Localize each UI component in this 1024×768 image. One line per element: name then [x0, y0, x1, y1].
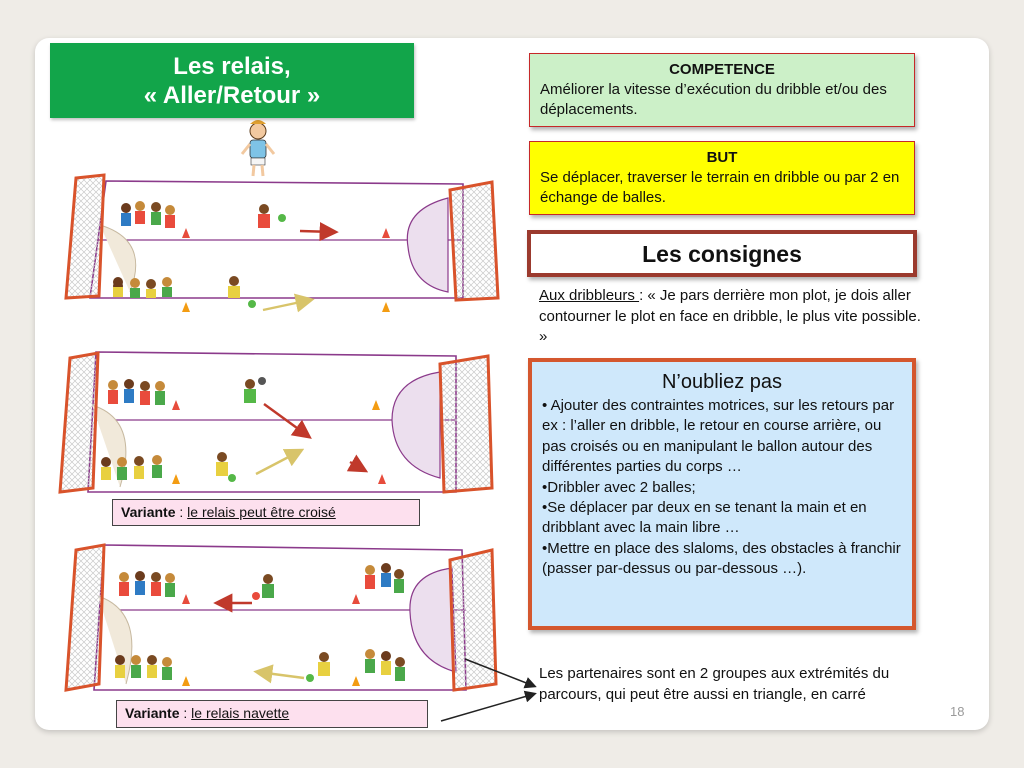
goal-right-2	[438, 354, 494, 494]
dribbler-2b	[216, 452, 236, 482]
goal-left-2	[58, 351, 100, 494]
goal-right-3	[448, 548, 498, 692]
variant-label-crossed: Variante : le relais peut être croisé	[112, 499, 420, 526]
coach-figure	[240, 120, 276, 177]
variant-2-label: Variante	[125, 705, 180, 721]
kids-group-1b	[113, 277, 172, 298]
dribbler-3a	[252, 574, 274, 600]
kids-group-1a	[121, 201, 175, 228]
page-number: 18	[950, 704, 965, 719]
reminder-item: •Mettre en place des slaloms, des obstac…	[542, 539, 901, 578]
kids-group-3c	[115, 655, 172, 680]
variant-1-text: le relais peut être croisé	[187, 504, 336, 520]
goal-right-1	[448, 180, 500, 302]
partners-note: Les partenaires sont en 2 groupes aux ex…	[539, 665, 890, 703]
dribbler-3b	[306, 652, 330, 682]
but-box: BUT Se déplacer, traverser le terrain en…	[529, 141, 915, 215]
field-diagram-3	[64, 543, 498, 692]
reminder-item: •Dribbler avec 2 balles;	[542, 478, 696, 496]
dribbleurs-text: : « Je pars derrière mon plot, je dois a…	[539, 287, 921, 345]
but-text: Se déplacer, traverser le terrain en dri…	[540, 169, 900, 206]
kids-group-3d	[365, 649, 405, 681]
competence-box: COMPETENCE Améliorer la vitesse d’exécut…	[529, 53, 915, 127]
reminder-item: •Se déplacer par deux en se tenant la ma…	[542, 499, 867, 537]
variant-1-label: Variante	[121, 504, 176, 520]
dribbleurs-instructions: Aux dribbleurs : « Je pars derrière mon …	[539, 286, 929, 348]
pointer-arrows	[440, 658, 537, 722]
title-line-2: « Aller/Retour »	[143, 81, 321, 109]
competence-text: Améliorer la vitesse d’exécution du drib…	[540, 81, 887, 118]
consignes-heading: Les consignes	[527, 230, 917, 277]
dribbler-1b	[228, 276, 256, 308]
kids-group-2b	[101, 455, 162, 480]
goal-left-3	[64, 543, 106, 692]
variant-1-separator: :	[175, 504, 188, 520]
reminders-box: N’oubliez pas • Ajouter des contraintes …	[528, 358, 916, 630]
dribbler-1a	[258, 204, 286, 228]
dribbleurs-label: Aux dribbleurs	[539, 287, 640, 304]
reminders-heading: N’oubliez pas	[661, 371, 783, 393]
field-diagram-1	[64, 173, 500, 313]
title-line-1: Les relais,	[173, 52, 291, 80]
but-heading: BUT	[706, 149, 738, 166]
reminder-item: • Ajouter des contraintes motrices, sur …	[542, 397, 895, 476]
variant-2-text: le relais navette	[191, 705, 290, 721]
field-diagram-2	[58, 351, 494, 494]
kids-group-2a	[108, 379, 165, 405]
competence-heading: COMPETENCE	[669, 61, 775, 78]
variant-2-separator: :	[179, 705, 192, 721]
goal-left-1	[64, 173, 106, 300]
kids-group-3a	[119, 571, 175, 597]
dribbler-2a	[244, 377, 266, 403]
kids-group-3b	[365, 563, 404, 593]
slide-title: Les relais, « Aller/Retour »	[50, 43, 414, 118]
variant-label-shuttle: Variante : le relais navette	[116, 700, 428, 728]
